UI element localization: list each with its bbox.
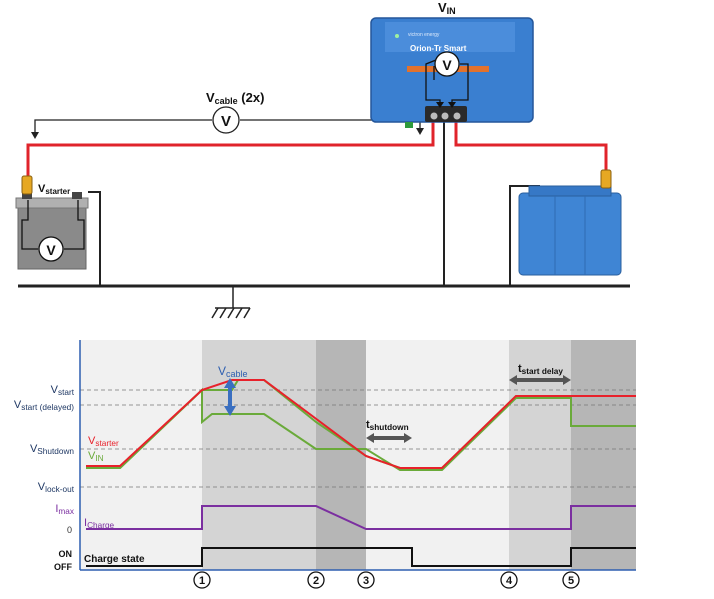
device-name: Orion-Tr Smart xyxy=(410,44,467,53)
marker-4-label: 4 xyxy=(506,575,513,587)
tstart-delay-arrow-right xyxy=(563,375,571,385)
service-battery xyxy=(518,169,622,276)
marker-3-circle xyxy=(357,571,375,589)
device-connector xyxy=(405,122,413,128)
vin-label: VIN xyxy=(438,0,456,16)
tshutdown-arrow-right xyxy=(404,433,412,443)
starter-fuse xyxy=(21,175,33,195)
label-vlockout: Vlock-out xyxy=(38,481,75,494)
vin-meter-letter: V xyxy=(442,57,452,73)
vcable-arrow-right xyxy=(416,128,424,135)
vstarter-curve xyxy=(86,379,636,469)
starter-ground-wire xyxy=(88,191,101,286)
legend-vstarter: Vstarter xyxy=(88,435,119,448)
marker-3-label: 3 xyxy=(363,575,369,587)
vin-meter xyxy=(434,51,460,77)
red-wire-starter xyxy=(26,122,435,185)
vstarter-label: Vstarter xyxy=(38,183,70,196)
marker-5-circle xyxy=(562,571,580,589)
ground-symbol xyxy=(211,307,251,319)
label-tstart-delay: tstart delay xyxy=(518,363,563,376)
starter-battery: V xyxy=(15,175,89,270)
orion-device: victron energy Orion-Tr Smart V xyxy=(370,17,534,128)
legend-icharge: ICharge xyxy=(84,517,115,530)
terminal-1 xyxy=(430,112,438,120)
band-shutdown-delay xyxy=(316,340,366,570)
vin-curve-main xyxy=(86,387,636,471)
service-battery-body xyxy=(518,192,622,276)
label-vcable-annotation: Vcable xyxy=(218,364,248,379)
tstart-delay-arrow-left xyxy=(509,375,517,385)
tshutdown-arrow-left xyxy=(366,433,374,443)
icharge-curve xyxy=(86,505,636,530)
device-brand: victron energy xyxy=(408,32,440,38)
vstarter-meter-letter: V xyxy=(46,242,56,258)
marker-2-circle xyxy=(307,571,325,589)
band-charging-1 xyxy=(202,340,316,570)
label-tshutdown: tshutdown xyxy=(366,419,409,432)
vcable-meter-letter: V xyxy=(221,113,231,130)
circuit: V Vcable (2x) victron energy Orion-Tr Sm… xyxy=(15,0,630,319)
vcable-label: Vcable (2x) xyxy=(206,90,264,106)
band-charging-2 xyxy=(571,340,636,570)
terminal-2 xyxy=(441,112,449,120)
label-imax: Imax xyxy=(55,503,75,516)
red-wire-service xyxy=(454,122,608,185)
label-off: OFF xyxy=(54,562,72,572)
device-panel xyxy=(385,22,515,52)
legend-charge-state: Charge state xyxy=(84,554,145,565)
marker-1-circle xyxy=(193,571,211,589)
label-vstart: Vstart xyxy=(51,384,75,397)
vcable-arrow-left xyxy=(31,132,39,139)
marker-5-label: 5 xyxy=(568,575,574,587)
marker-4-circle xyxy=(500,571,518,589)
marker-1-label: 1 xyxy=(199,575,205,587)
vcable-arrow-up xyxy=(224,378,236,388)
vcable-arrow-down xyxy=(224,406,236,416)
charge-state-curve xyxy=(86,547,636,567)
marker-2-label: 2 xyxy=(313,575,319,587)
service-battery-lid xyxy=(528,185,612,197)
label-vshutdown: VShutdown xyxy=(30,443,74,456)
terminal-3 xyxy=(453,112,461,120)
vcable-meter xyxy=(212,106,240,134)
service-fuse xyxy=(600,169,612,189)
device-led xyxy=(395,34,399,38)
label-zero: 0 xyxy=(67,525,72,535)
label-vstart-delayed: Vstart (delayed) xyxy=(14,399,74,412)
label-on: ON xyxy=(59,549,73,559)
starter-battery-lid xyxy=(15,197,89,209)
vstarter-meter xyxy=(38,236,64,262)
vcable-wire-left xyxy=(34,119,212,132)
legend-vin: VIN xyxy=(88,450,104,463)
